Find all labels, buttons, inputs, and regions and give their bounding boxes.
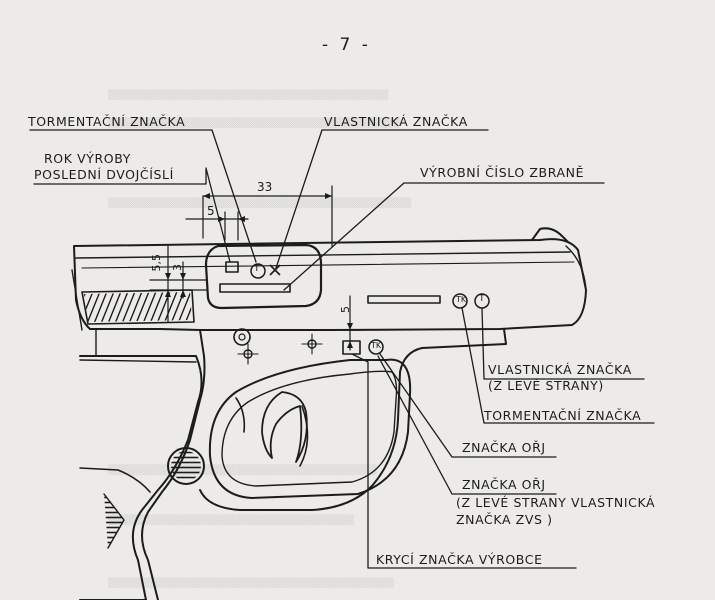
label-znacka-orj-2-line2: (Z LEVÉ STRANY VLASTNICKÁ [456, 495, 656, 510]
label-posledni-dvojcisli: POSLEDNÍ DVOJČÍSLÍ [34, 167, 174, 182]
slide-outline [73, 238, 587, 331]
label-z-leve-strany: (Z LEVÉ STRANY) [488, 378, 604, 393]
leader-tormentacni-right [461, 307, 655, 424]
label-rok-vyroby: ROK VÝROBY [44, 151, 131, 166]
dimension-33: 33 [257, 180, 273, 194]
mark-tk-frame: TK [371, 341, 382, 350]
leader-kryci [351, 353, 577, 569]
leader-znacka-orj-2 [377, 355, 557, 495]
label-vlastnicka-left: VLASTNICKÁ ZNAČKA [488, 362, 632, 377]
label-znacka-orj-2: ZNAČKA OŘJ [462, 477, 546, 492]
page-number: - 7 - [322, 35, 371, 55]
label-tormentacni-top: TORMENTAČNÍ ZNAČKA [28, 114, 186, 129]
mark-tk-slide: TK [456, 295, 467, 304]
leader-vyrobni-cislo [283, 182, 605, 291]
bleed-through-text: ▒▒▒▒▒▒▒▒▒▒▒▒▒▒▒▒▒▒▒▒▒▒▒▒▒▒▒▒▒▒▒▒▒▒▒▒▒▒▒▒… [108, 90, 389, 101]
ejection-port [204, 243, 323, 310]
label-znacka-orj: ZNAČKA OŘJ [462, 440, 546, 455]
label-vlastnicka-top: VLASTNICKÁ ZNAČKA [324, 114, 468, 129]
leader-znacka-orj [379, 353, 557, 458]
leader-tormentacni-top [29, 129, 257, 263]
label-kryci-znacka: KRYCÍ ZNAČKA VÝROBCE [376, 552, 543, 567]
bleed-through-text: ▒▒▒▒▒▒▒▒▒▒▒▒▒▒▒▒▒▒▒▒▒▒▒▒▒▒▒▒▒▒▒▒▒▒▒▒▒▒▒▒… [108, 465, 377, 476]
bleed-through-text: ▒▒▒▒▒▒▒▒▒▒▒▒▒▒▒▒▒▒▒▒▒▒▒▒▒▒▒▒▒▒▒▒▒▒▒▒▒▒▒▒… [108, 578, 394, 589]
dimension-5-top: 5 [207, 204, 215, 218]
mark-t-slide-right: T [479, 294, 485, 304]
leader-vlastnicka-left [481, 307, 645, 380]
dimension-5-side: 5 [339, 306, 352, 313]
leader-vlastnicka-top [275, 129, 489, 269]
dimension-3: 3 [171, 264, 184, 271]
leader-rok-vyroby [33, 167, 231, 263]
bleed-through-text: ▒▒▒▒▒▒▒▒▒▒▒▒▒▒▒▒▒▒▒▒▒▒▒▒▒▒▒▒▒▒▒▒▒▒▒▒▒▒▒▒… [108, 118, 400, 129]
trigger [261, 391, 308, 463]
bleed-through-text: ▒▒▒▒▒▒▒▒▒▒▒▒▒▒▒▒▒▒▒▒▒▒▒▒▒▒▒▒▒▒▒▒▒▒▒▒▒▒▒▒… [108, 198, 412, 209]
cross-mark [269, 264, 281, 276]
dimension-5-5: 5,5 [150, 254, 163, 272]
mark-t-slide: T [254, 264, 260, 274]
label-vyrobni-cislo: VÝROBNÍ ČÍSLO ZBRANĚ [420, 165, 585, 180]
trigger-guard [208, 358, 412, 499]
label-znacka-orj-2-line3: ZNAČKA ZVS ) [456, 512, 553, 527]
label-tormentacni-right: TORMENTAČNÍ ZNAČKA [484, 408, 642, 423]
bleed-through-text: ▒▒▒▒▒▒▒▒▒▒▒▒▒▒▒▒▒▒▒▒▒▒▒▒▒▒▒▒▒▒▒▒▒▒▒▒▒▒▒▒… [108, 515, 354, 526]
